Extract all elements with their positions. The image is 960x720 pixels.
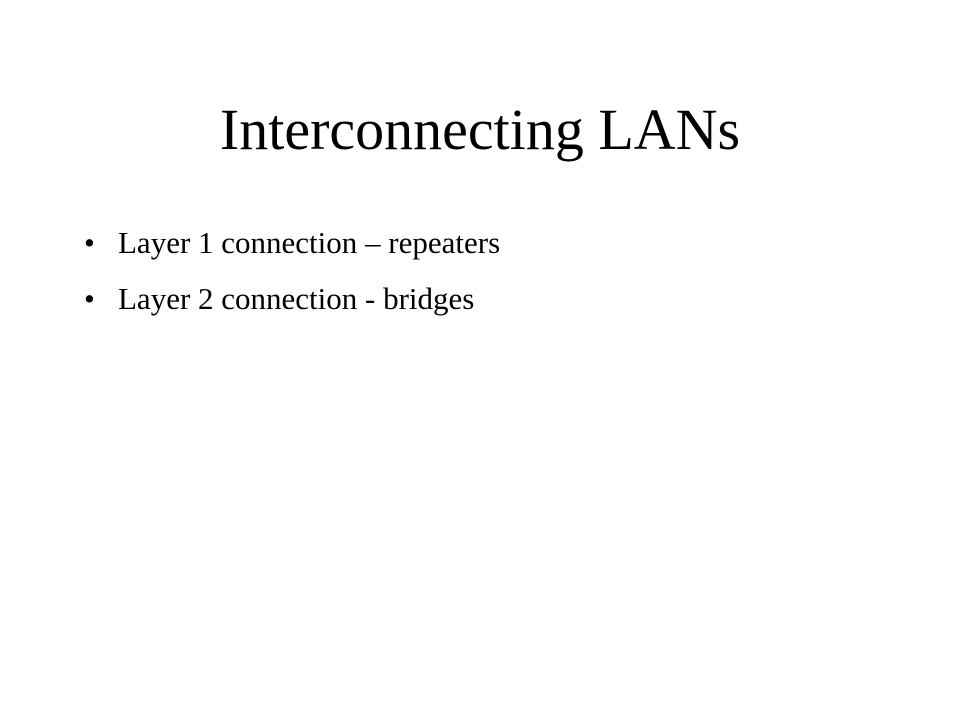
bullet-text: Layer 2 connection - bridges (118, 281, 475, 316)
bullet-icon: • (84, 281, 95, 316)
bullet-text: Layer 1 connection – repeaters (118, 225, 501, 260)
slide-title: Interconnecting LANs (219, 97, 741, 162)
bullet-icon: • (84, 225, 95, 260)
